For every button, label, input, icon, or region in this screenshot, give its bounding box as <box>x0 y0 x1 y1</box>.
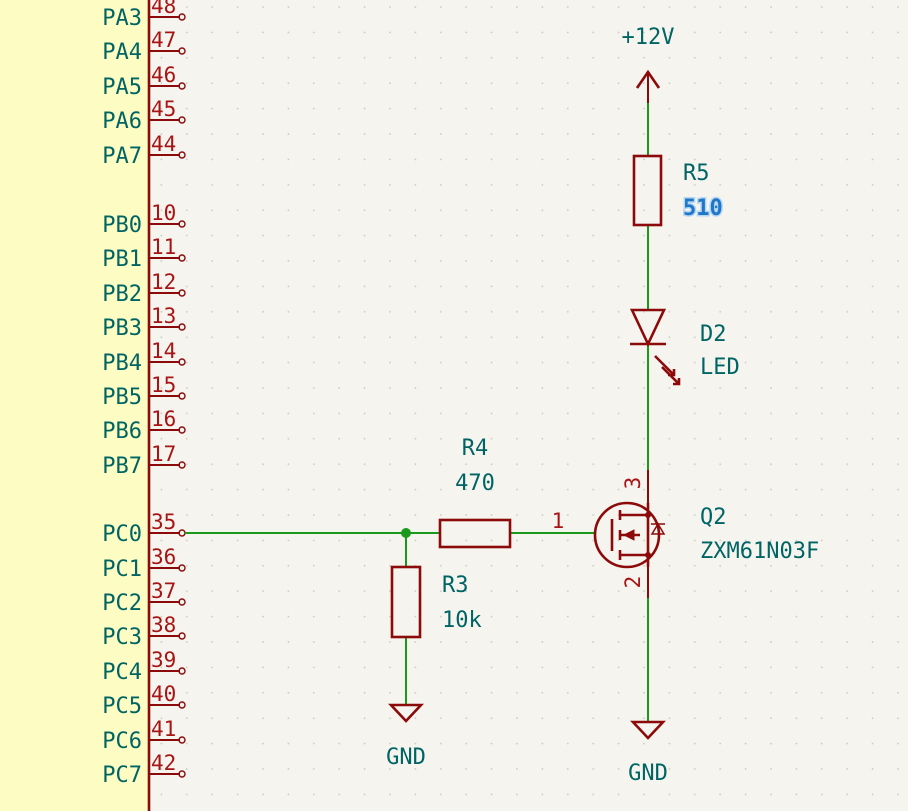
mcu-pin-pb7[interactable]: PB7 17 <box>102 442 186 479</box>
d2-value: LED <box>700 355 740 380</box>
mcu-pin-number: 38 <box>151 613 176 637</box>
q2-pin-drain: 3 <box>621 477 645 490</box>
mcu-pin-name: PB0 <box>102 213 142 238</box>
mcu-pin-name: PC2 <box>102 591 142 616</box>
mcu-pin-number: 45 <box>151 97 176 121</box>
mcu-pin-pb3[interactable]: PB3 13 <box>102 304 186 341</box>
mcu-pin-number: 16 <box>151 407 176 431</box>
mcu-pin-number: 10 <box>151 201 176 225</box>
mcu-pin-name: PC7 <box>102 763 142 788</box>
mcu-pin-pa5[interactable]: PA5 46 <box>102 63 186 100</box>
mcu-pin-pa6[interactable]: PA6 45 <box>102 97 186 134</box>
mcu-pin-name: PA5 <box>102 75 142 100</box>
r3-reference: R3 <box>442 573 469 598</box>
gnd-symbol-right[interactable]: GND <box>628 720 668 786</box>
r5-reference: R5 <box>683 161 710 186</box>
mcu-pin-number: 47 <box>151 28 176 52</box>
mcu-pin-number: 44 <box>151 132 176 156</box>
mcu-pin-number: 15 <box>151 373 176 397</box>
mcu-pin-number: 13 <box>151 304 176 328</box>
mcu-pin-name: PB6 <box>102 419 142 444</box>
d2-reference: D2 <box>700 322 727 347</box>
mcu-pin-name: PC5 <box>102 694 142 719</box>
mcu-pin-pc0[interactable]: PC0 35 <box>102 510 186 547</box>
mcu-pin-pb2[interactable]: PB2 12 <box>102 270 186 307</box>
mcu-pin-pc5[interactable]: PC5 40 <box>102 682 186 719</box>
mcu-pin-name: PB1 <box>102 247 142 272</box>
resistor-r4[interactable]: R4 470 <box>438 436 512 549</box>
mcu-pin-number: 37 <box>151 579 176 603</box>
gnd-left-label: GND <box>386 745 426 770</box>
mcu-pin-number: 14 <box>151 339 176 363</box>
mcu-pin-number: 40 <box>151 682 176 706</box>
mcu-pin-name: PA4 <box>102 40 142 65</box>
mcu-pin-pa3[interactable]: PA3 48 <box>102 0 186 31</box>
mcu-pin-pc1[interactable]: PC1 36 <box>102 545 186 582</box>
mcu-pin-pc3[interactable]: PC3 38 <box>102 613 186 650</box>
q2-reference: Q2 <box>700 505 727 530</box>
mcu-pin-name: PB3 <box>102 316 142 341</box>
junction-dot <box>401 528 411 538</box>
mcu-pin-number: 42 <box>151 751 176 775</box>
mcu-pin-pa4[interactable]: PA4 47 <box>102 28 186 65</box>
r4-reference: R4 <box>462 436 489 461</box>
mcu-pin-number: 35 <box>151 510 176 534</box>
mcu-pin-number: 11 <box>151 235 176 259</box>
mcu-pin-name: PB7 <box>102 454 142 479</box>
wires <box>185 103 649 722</box>
mcu-pin-name: PA3 <box>102 6 142 31</box>
mcu-pin-name: PC4 <box>102 660 142 685</box>
mcu-pin-number: 39 <box>151 648 176 672</box>
power-12v-label: +12V <box>622 25 675 50</box>
mcu-pin-pc2[interactable]: PC2 37 <box>102 579 186 616</box>
mcu-symbol-body[interactable] <box>0 0 151 811</box>
q2-value: ZXM61N03F <box>700 539 819 564</box>
resistor-r3[interactable]: R3 10k <box>390 565 482 639</box>
mcu-pin-pc7[interactable]: PC7 42 <box>102 751 186 788</box>
mosfet-q2[interactable]: 1 3 2 Q2 ZXM61N03F <box>552 470 820 598</box>
mcu-pin-pb4[interactable]: PB4 14 <box>102 339 186 376</box>
q2-pin-source: 2 <box>621 576 645 589</box>
mcu-pin-name: PB2 <box>102 282 142 307</box>
mcu-pin-number: 36 <box>151 545 176 569</box>
mcu-pin-pc4[interactable]: PC4 39 <box>102 648 186 685</box>
mcu-pin-pc6[interactable]: PC6 41 <box>102 717 186 754</box>
led-d2[interactable]: D2 LED <box>629 308 740 386</box>
mcu-pin-number: 48 <box>151 0 176 18</box>
gnd-right-label: GND <box>628 761 668 786</box>
mcu-pin-number: 12 <box>151 270 176 294</box>
q2-pin-gate: 1 <box>552 509 565 533</box>
mcu-pin-name: PC1 <box>102 557 142 582</box>
mcu-pin-pb0[interactable]: PB0 10 <box>102 201 186 238</box>
mcu-pin-pa7[interactable]: PA7 44 <box>102 132 186 169</box>
mcu-pin-number: 41 <box>151 717 176 741</box>
mcu-pin-number: 46 <box>151 63 176 87</box>
mcu-pin-name: PA7 <box>102 144 142 169</box>
r3-value: 10k <box>442 608 482 633</box>
mcu-pin-name: PB4 <box>102 351 142 376</box>
mcu-pin-name: PC6 <box>102 729 142 754</box>
mcu-pin-name: PA6 <box>102 109 142 134</box>
mcu-pin-name: PC0 <box>102 522 142 547</box>
resistor-r5[interactable]: R5 510 <box>632 154 725 227</box>
r5-value[interactable]: 510 <box>682 195 725 223</box>
mcu-pin-pb6[interactable]: PB6 16 <box>102 407 186 444</box>
mcu-pin-pb1[interactable]: PB1 11 <box>102 235 186 272</box>
power-12v-symbol[interactable]: +12V <box>622 25 675 103</box>
mcu-pin-number: 17 <box>151 442 176 466</box>
r4-value: 470 <box>455 471 495 496</box>
mcu-pin-name: PB5 <box>102 385 142 410</box>
mcu-pin-pb5[interactable]: PB5 15 <box>102 373 186 410</box>
gnd-symbol-left[interactable]: GND <box>386 703 426 770</box>
mcu-pin-name: PC3 <box>102 625 142 650</box>
